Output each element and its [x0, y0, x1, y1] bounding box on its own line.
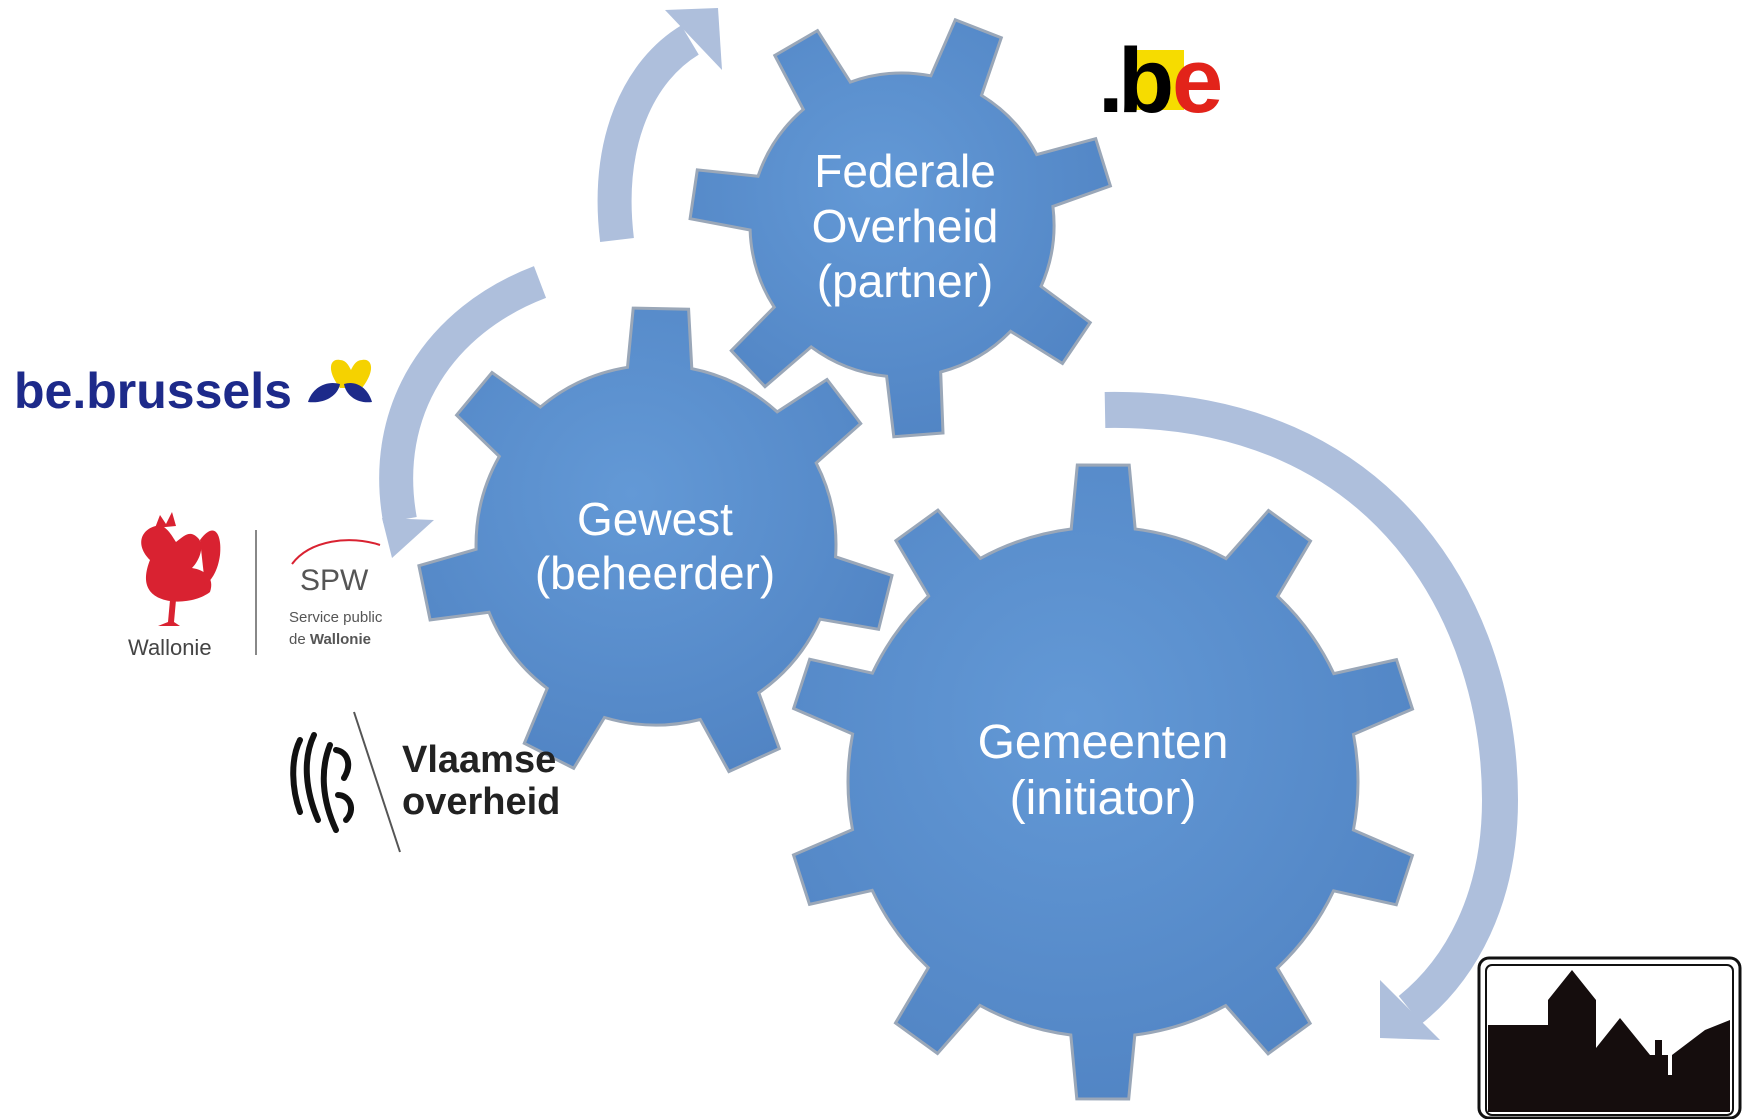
- arrow-gemeenten-to-federal: [597, 25, 700, 243]
- flemish-lion-icon: [290, 732, 355, 833]
- vlaams-label-1: Vlaamse: [402, 739, 556, 781]
- spw-subtitle-2: de Wallonie: [289, 631, 371, 648]
- gear-gemeenten-label-2: (initiator): [1010, 772, 1197, 825]
- brussels-logo-text: be.brussels: [14, 363, 292, 419]
- gear-gewest-label-2: (beheerder): [535, 547, 775, 599]
- be-logo-dot: .: [1098, 30, 1124, 132]
- gear-gemeenten-label-1: Gemeenten: [978, 716, 1229, 769]
- gear-federal-label-1: Federale: [814, 145, 996, 197]
- wallonie-logo: Wallonie SPW Service public de Wallonie: [128, 512, 383, 660]
- city-sign-inner-frame: [1485, 964, 1734, 1116]
- city-skyline-icon: [1488, 970, 1730, 1112]
- be-logo-e: e: [1172, 30, 1223, 132]
- be-logo-b: b: [1118, 30, 1174, 132]
- spw-arc-icon: [291, 539, 381, 565]
- arrow-head-right: [1380, 980, 1440, 1040]
- vlaams-divider: [353, 711, 401, 853]
- vlaams-label-2: overheid: [402, 781, 560, 823]
- gear-federal-label-2: Overheid: [812, 200, 999, 252]
- rooster-icon: [141, 512, 221, 626]
- arrow-head-top: [665, 8, 722, 70]
- brussels-heart-icon: [308, 359, 372, 403]
- gear-federal: Federale Overheid (partner): [688, 17, 1113, 439]
- gear-gemeenten-shape: [791, 463, 1415, 1101]
- spw-subtitle-2-prefix: de: [289, 631, 310, 648]
- be-logo: . b e: [1098, 30, 1223, 132]
- cycle-arrows: [379, 8, 1519, 1040]
- city-sign: [1477, 956, 1742, 1119]
- be-logo-yellow-block: [1130, 50, 1184, 110]
- arrow-gewest-to-gemeenten: [1104, 391, 1519, 1025]
- vlaamse-overheid-logo: Vlaamse overheid: [290, 711, 560, 853]
- arrow-head-left: [382, 518, 434, 558]
- spw-label: SPW: [300, 564, 369, 597]
- spw-subtitle-2-bold: Wallonie: [310, 631, 371, 648]
- gear-federal-shape: [688, 17, 1113, 439]
- gear-gewest: Gewest (beheerder): [417, 306, 894, 774]
- spw-subtitle-1: Service public: [289, 609, 383, 626]
- arrow-federal-to-gewest: [379, 266, 547, 524]
- gear-gewest-label-1: Gewest: [577, 493, 733, 545]
- wallonie-label: Wallonie: [128, 635, 212, 660]
- gear-federal-label-3: (partner): [817, 255, 993, 307]
- brussels-logo: be.brussels: [14, 359, 372, 419]
- gear-gemeenten: Gemeenten (initiator): [791, 463, 1415, 1101]
- gear-gewest-shape: [417, 306, 894, 774]
